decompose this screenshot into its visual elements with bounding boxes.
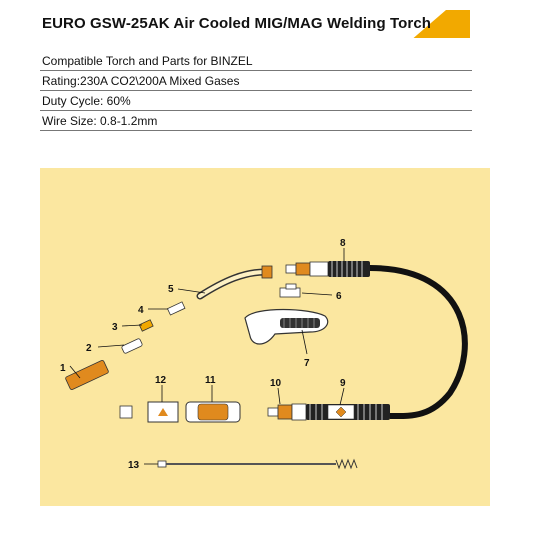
torch-exploded-diagram: 1 2 3 4 5 6 7 8 9 10 11 12 13: [60, 238, 468, 471]
label-part-4: 4: [138, 305, 144, 316]
part-12-adaptor-nut: [119, 401, 179, 423]
label-part-12: 12: [155, 375, 167, 386]
label-part-11: 11: [205, 375, 216, 386]
label-part-9: 9: [340, 378, 346, 389]
torch-cable: [369, 265, 468, 420]
label-part-2: 2: [86, 343, 92, 354]
part-9-cable-support: [306, 404, 390, 420]
part-11-euro-connector: [185, 401, 241, 423]
leader-lines: [69, 248, 345, 465]
part-5-swan-neck: [196, 265, 273, 300]
spec-wire-size: Wire Size: 0.8-1.2mm: [40, 112, 472, 131]
part-6-nipple: [279, 283, 301, 298]
label-part-10: 10: [270, 378, 282, 389]
label-part-8: 8: [340, 238, 346, 249]
label-part-7: 7: [304, 358, 310, 369]
page-title: EURO GSW-25AK Air Cooled MIG/MAG Welding…: [42, 15, 432, 32]
title-background: [40, 10, 446, 38]
label-part-6: 6: [336, 291, 342, 302]
title-bar: EURO GSW-25AK Air Cooled MIG/MAG Welding…: [40, 10, 470, 38]
part-10-central-connector: [267, 403, 307, 421]
part-7-handle: [244, 308, 329, 345]
spec-compatibility: Compatible Torch and Parts for BINZEL: [40, 52, 472, 71]
label-part-5: 5: [168, 284, 174, 295]
part-2-gas-diffuser: [121, 338, 143, 354]
spec-duty-cycle: Duty Cycle: 60%: [40, 92, 472, 111]
part-4-tip-holder: [166, 301, 186, 316]
label-part-1: 1: [60, 363, 66, 374]
label-part-13: 13: [128, 460, 140, 471]
spec-rating: Rating:230A CO2\200A Mixed Gases: [40, 72, 472, 91]
part-3-contact-tip: [138, 319, 154, 332]
label-part-3: 3: [112, 322, 118, 333]
part-13-wire-liner: [157, 458, 358, 470]
part-1-gas-nozzle: [65, 360, 109, 390]
part-8-cable-connector: [285, 261, 370, 277]
